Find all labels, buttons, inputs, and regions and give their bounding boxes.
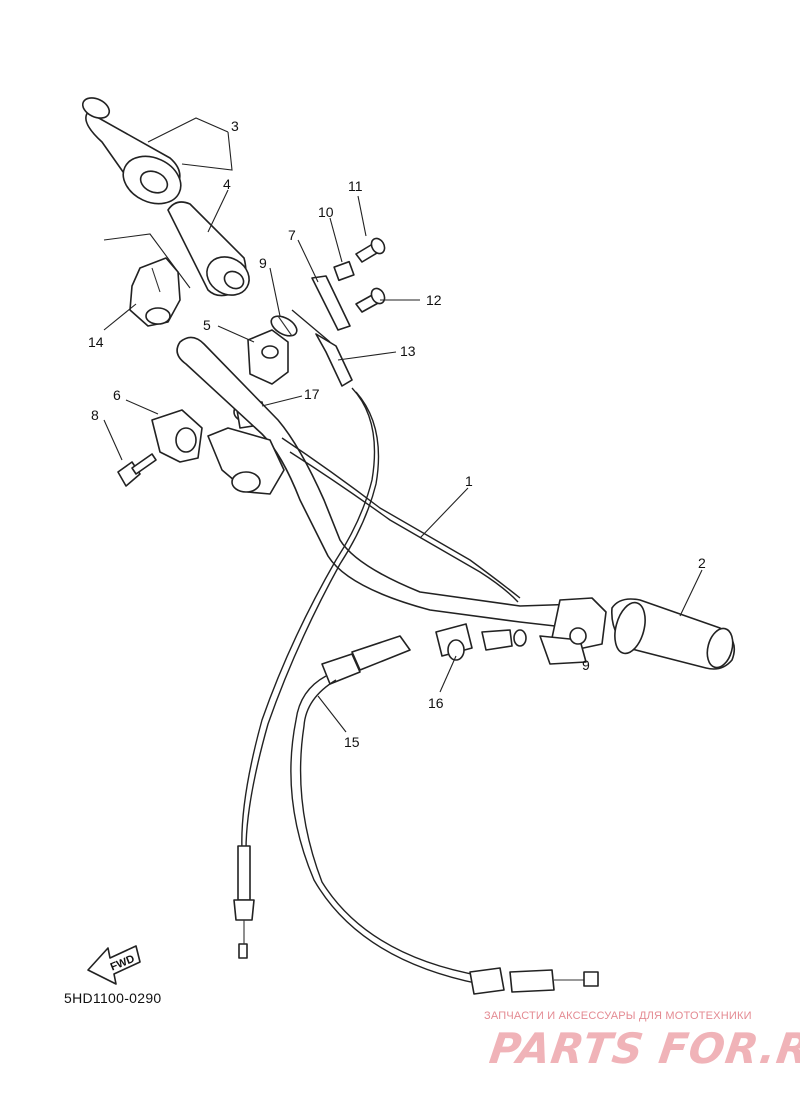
part-4-throttle-tube <box>167 201 250 297</box>
callout-9-lower: 9 <box>582 657 590 673</box>
callout-5: 5 <box>203 317 211 333</box>
callout-10: 10 <box>318 204 334 220</box>
diagram-code: 5HD1100-0290 <box>64 990 162 1006</box>
watermark-caption: ЗАПЧАСТИ И АКСЕССУАРЫ ДЛЯ МОТОТЕХНИКИ <box>484 1010 752 1022</box>
part-12-screw <box>355 287 386 313</box>
part-10-nut <box>333 260 355 282</box>
callout-17: 17 <box>304 386 320 402</box>
part-13-throttle-cable <box>233 309 380 959</box>
clutch-lever-holder <box>539 597 607 665</box>
part-6-lower-holder <box>151 409 203 463</box>
part-16-cable-adjuster <box>435 623 527 661</box>
callout-13: 13 <box>400 343 416 359</box>
callout-4: 4 <box>223 176 231 192</box>
callout-11: 11 <box>348 178 363 194</box>
part-1-handlebar <box>176 336 601 631</box>
callout-3: 3 <box>231 118 239 134</box>
callout-16: 16 <box>428 695 444 711</box>
callout-9-upper: 9 <box>259 255 267 271</box>
part-2-left-grip <box>611 598 736 670</box>
callout-15: 15 <box>344 734 360 750</box>
callout-1: 1 <box>465 473 473 489</box>
callout-7: 7 <box>288 227 296 243</box>
part-14-throttle-housing <box>129 257 181 327</box>
leader-lines <box>103 117 703 733</box>
callout-6: 6 <box>113 387 121 403</box>
callout-8: 8 <box>91 407 99 423</box>
part-11-screw <box>355 237 386 263</box>
part-9-adjuster-upper <box>270 315 298 337</box>
callout-labels: 3 4 14 5 6 8 9 7 10 11 12 13 17 1 2 9 16… <box>88 118 706 750</box>
watermark-logo: PARTS FOR.RU <box>486 1024 800 1073</box>
part-5-upper-holder <box>247 329 289 385</box>
part-8-bolt <box>117 453 157 487</box>
part-3-throttle-grip <box>81 97 182 205</box>
callout-12: 12 <box>426 292 442 308</box>
callout-14: 14 <box>88 334 104 350</box>
callout-2: 2 <box>698 555 706 571</box>
part-15-clutch-cable <box>290 635 599 995</box>
fwd-arrow-icon: FWD <box>87 945 141 985</box>
part-7-plate <box>311 275 351 331</box>
